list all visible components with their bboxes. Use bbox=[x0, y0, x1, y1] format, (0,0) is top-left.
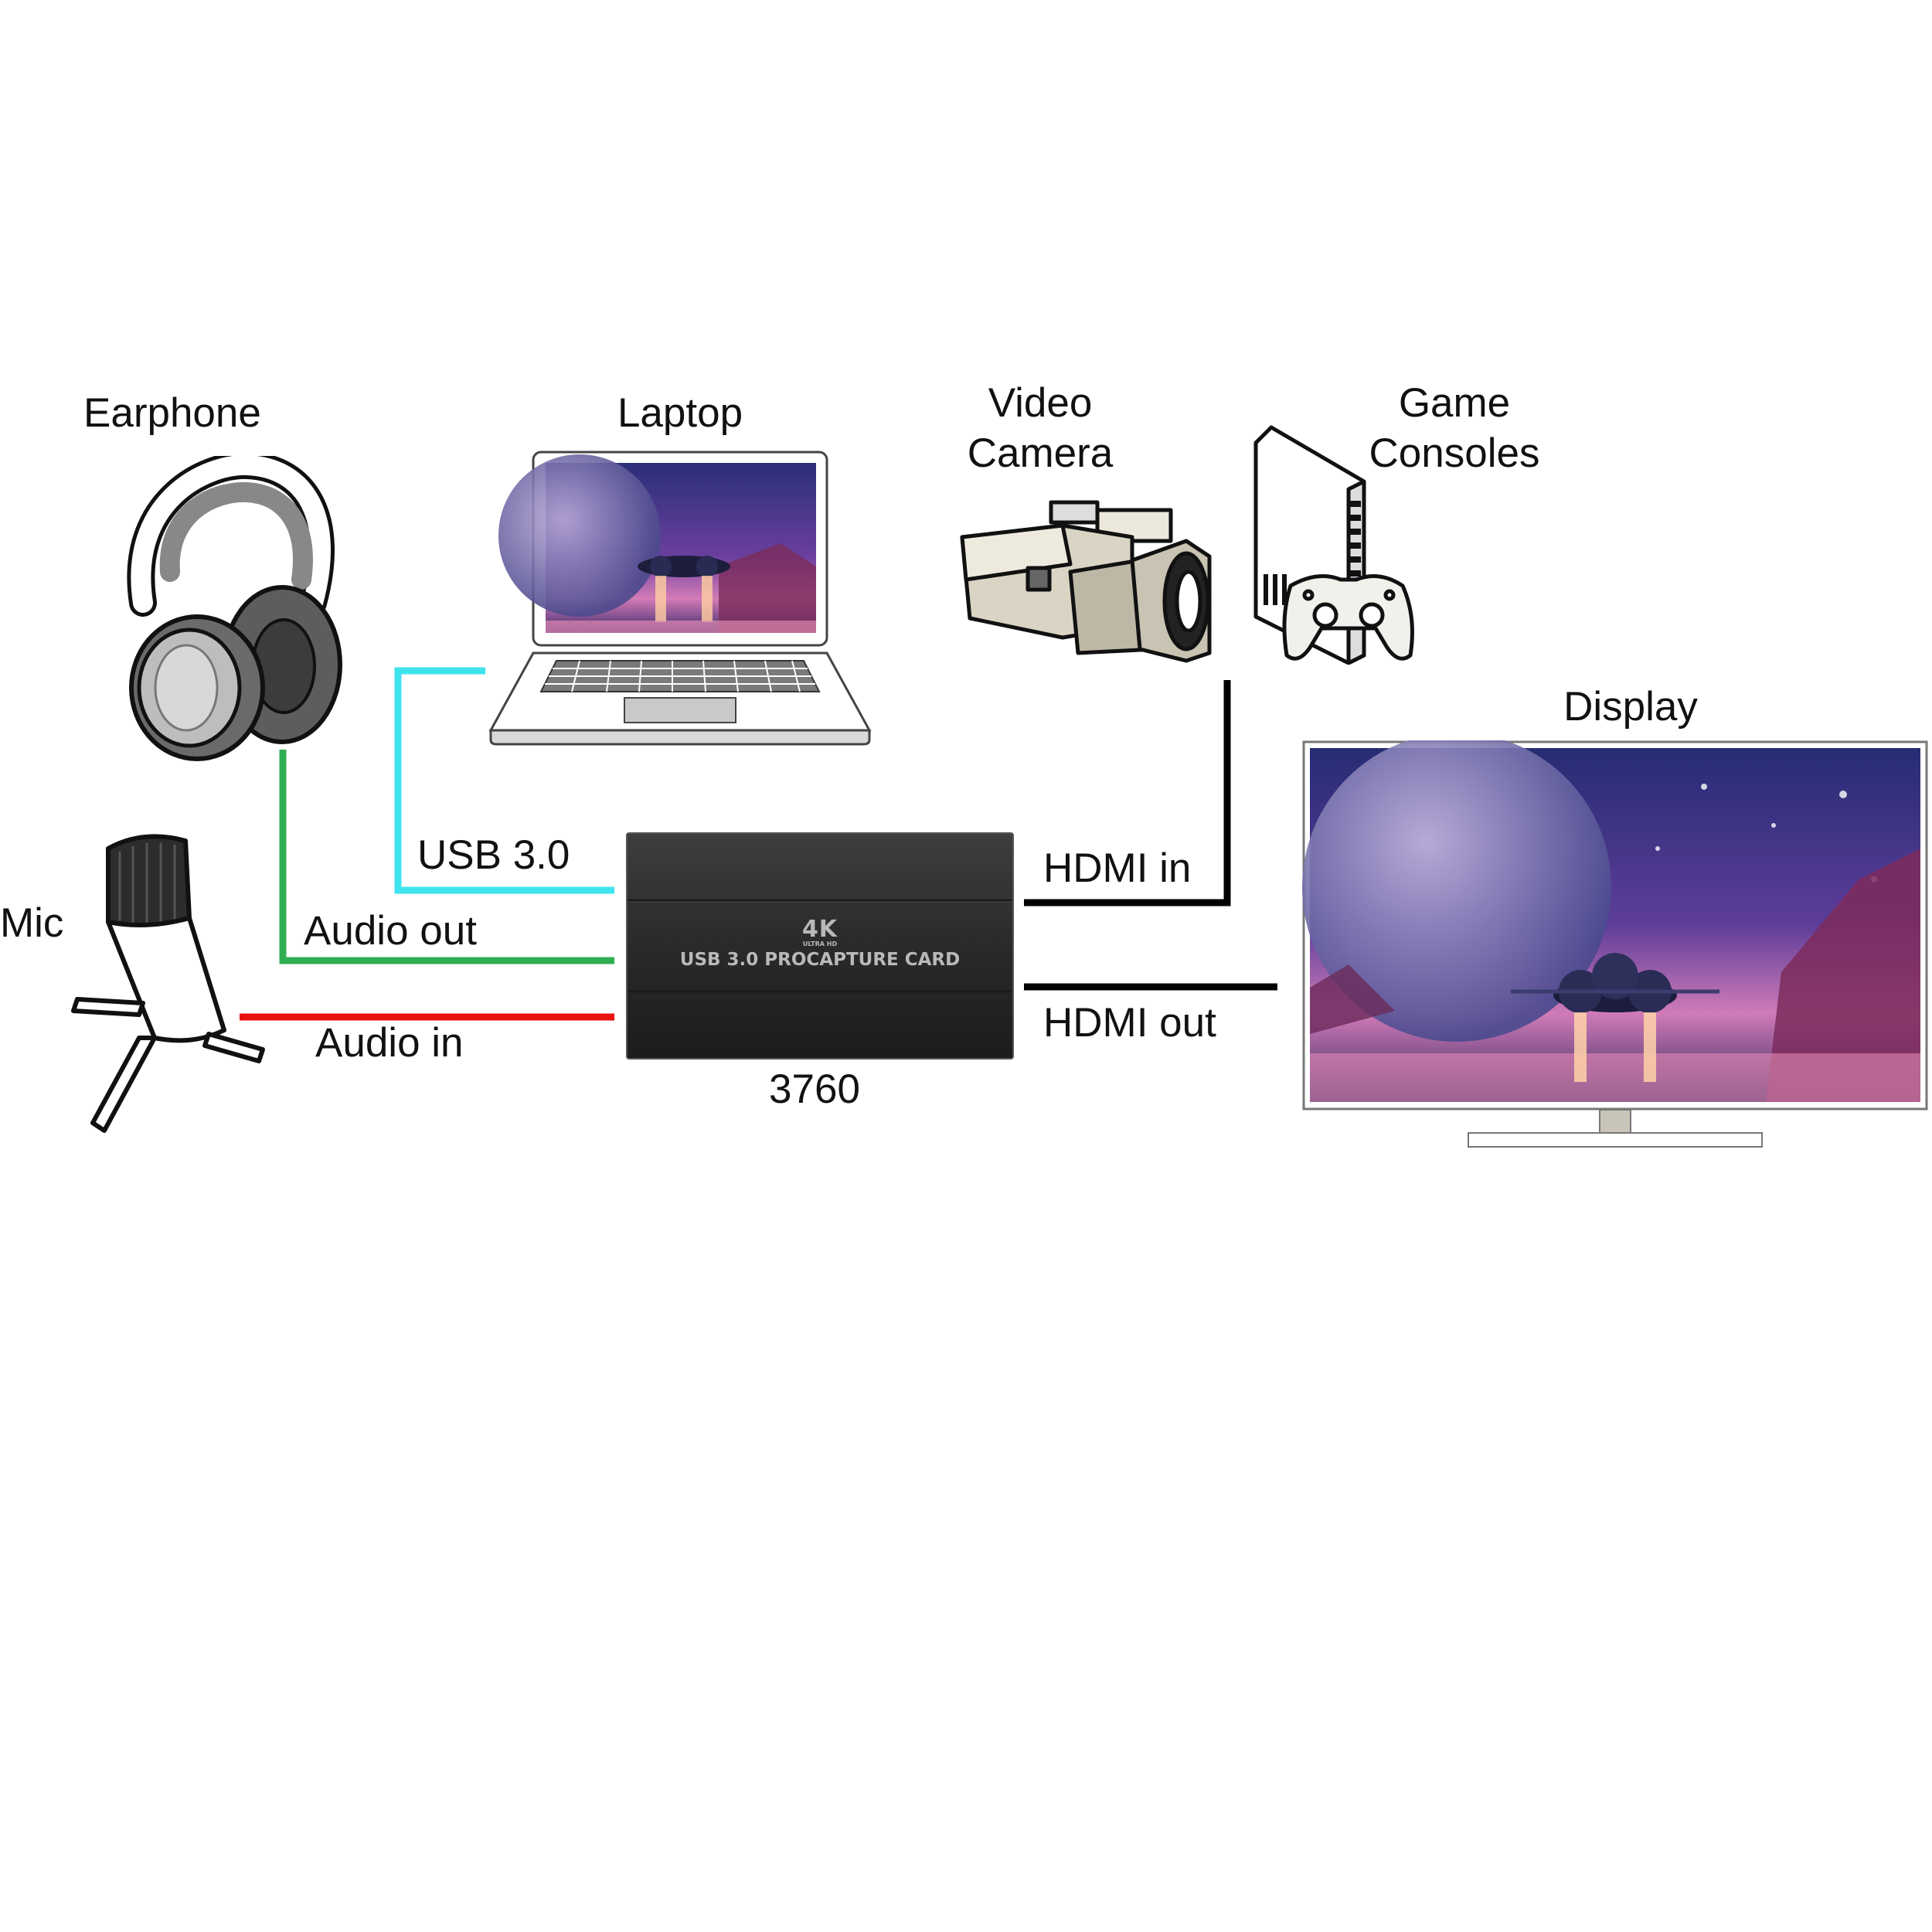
card-model-label: 3760 bbox=[769, 1066, 860, 1112]
game-console-icon bbox=[1248, 423, 1422, 665]
mic-label: Mic bbox=[0, 900, 64, 946]
audio-out-label: Audio out bbox=[304, 908, 477, 954]
card-ultra-hd: ULTRA HD bbox=[802, 940, 838, 947]
headphones-icon bbox=[112, 456, 348, 761]
display-label: Display bbox=[1563, 684, 1698, 730]
camera-label-line2: Camera bbox=[967, 430, 1114, 476]
console-label-line1: Game bbox=[1398, 380, 1511, 426]
card-name: USB 3.0 PROCAPTURE CARD bbox=[679, 950, 961, 970]
usb-cable bbox=[394, 667, 614, 894]
hdmi-in-cable bbox=[1024, 680, 1231, 906]
earphone-label: Earphone bbox=[83, 390, 261, 436]
usb-label: USB 3.0 bbox=[417, 832, 570, 878]
microphone-icon bbox=[62, 825, 274, 1138]
hdmi-out-label: HDMI out bbox=[1043, 1000, 1216, 1046]
card-4k-badge: 4K bbox=[801, 916, 838, 943]
console-label-line2: Consoles bbox=[1369, 430, 1540, 476]
laptop-icon bbox=[487, 451, 873, 746]
laptop-label: Laptop bbox=[617, 390, 743, 436]
monitor-icon bbox=[1302, 740, 1928, 1154]
video-camera-icon bbox=[954, 495, 1213, 665]
hdmi-in-label: HDMI in bbox=[1043, 845, 1192, 891]
audio-in-label: Audio in bbox=[315, 1020, 464, 1066]
capture-card: 4K ULTRA HD USB 3.0 PROCAPTURE CARD bbox=[626, 832, 1014, 1060]
audio-out-cable bbox=[279, 750, 614, 964]
camera-label-line1: Video bbox=[988, 380, 1093, 426]
